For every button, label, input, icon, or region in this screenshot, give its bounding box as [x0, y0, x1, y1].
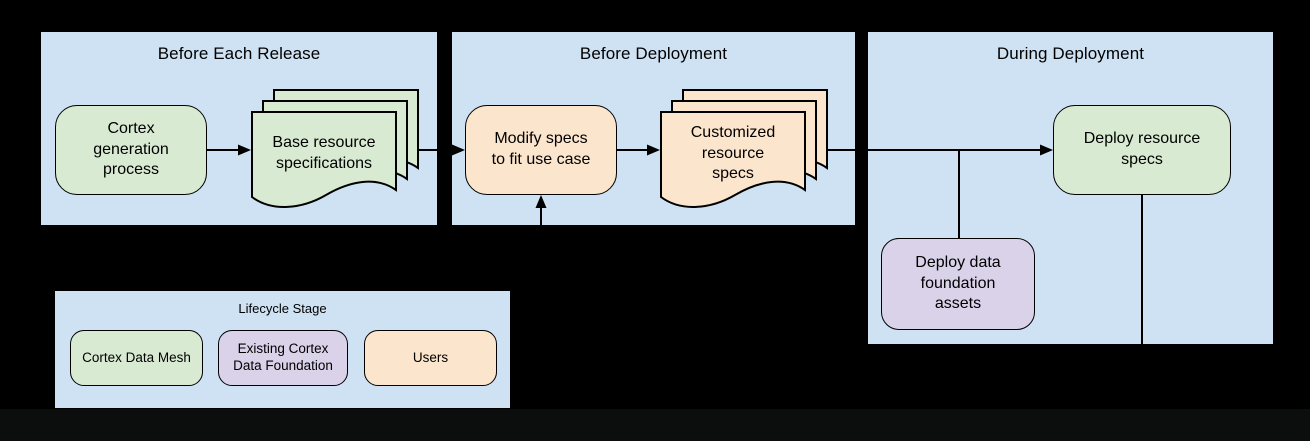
panel-during-deployment: During Deployment Deploy resource specs … — [868, 32, 1273, 344]
document-stack-shape — [251, 89, 419, 208]
legend-item-existing-cortex-data-foundation: Existing Cortex Data Foundation — [218, 330, 348, 386]
panel-before-each-release: Before Each Release Cortex generation pr… — [41, 32, 437, 225]
node-base-resource-specifications: Base resource specifications — [251, 89, 419, 213]
legend-item-users: Users — [364, 330, 497, 386]
legend-lifecycle-stage: Lifecycle Stage Cortex Data Mesh Existin… — [55, 291, 510, 408]
panel-before-deployment: Before Deployment Modify specs to fit us… — [452, 32, 855, 225]
node-deploy-data-foundation-assets: Deploy data foundation assets — [881, 238, 1035, 330]
node-modify-specs: Modify specs to fit use case — [465, 105, 617, 195]
legend-title: Lifecycle Stage — [238, 301, 327, 316]
bottom-background-strip — [0, 409, 1310, 441]
panel-title: Before Deployment — [579, 44, 728, 63]
panel-title: Before Each Release — [157, 44, 321, 63]
document-stack-shape — [660, 89, 828, 208]
document-stack-label: Customized resource specs — [690, 123, 776, 183]
document-stack-label: Base resource specifications — [272, 134, 376, 172]
legend-item-cortex-data-mesh: Cortex Data Mesh — [70, 330, 203, 386]
node-cortex-generation-process: Cortex generation process — [55, 105, 207, 195]
node-deploy-resource-specs: Deploy resource specs — [1053, 105, 1231, 195]
panel-title: During Deployment — [996, 44, 1145, 63]
node-customized-resource-specs: Customized resource specs — [660, 89, 828, 213]
